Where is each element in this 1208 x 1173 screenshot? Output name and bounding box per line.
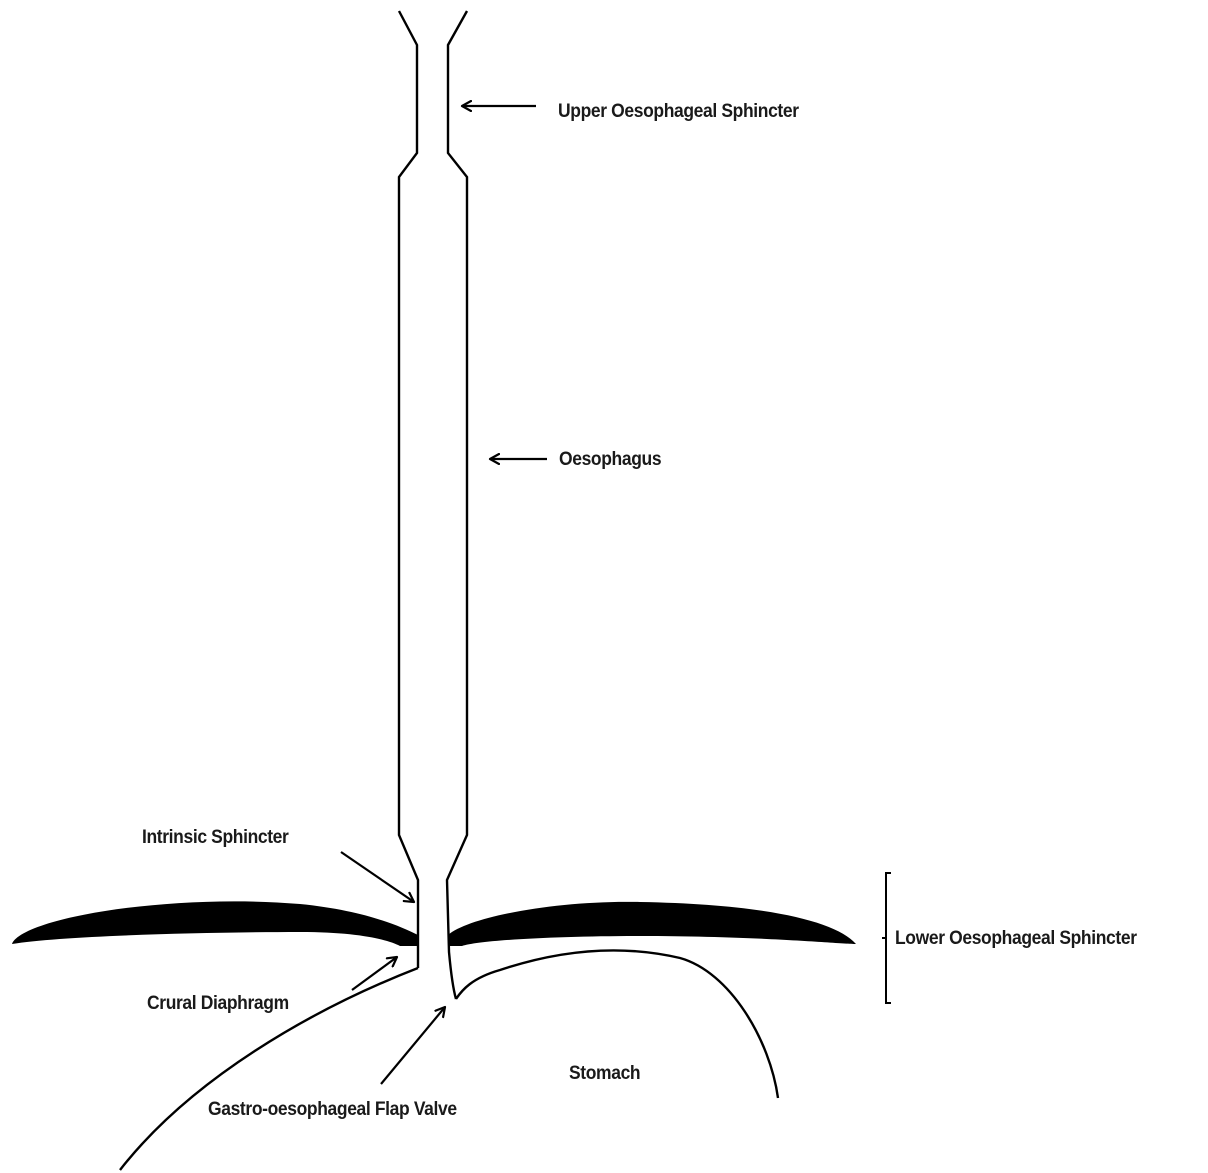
flap-valve-label: Gastro-oesophageal Flap Valve <box>208 1099 457 1120</box>
stomach-left-wall <box>119 966 419 1171</box>
crural-diaphragm-left <box>12 901 418 946</box>
oesophagus-label: Oesophagus <box>559 449 662 470</box>
stomach-label: Stomach <box>569 1063 641 1084</box>
lower-sphincter-bracket <box>882 872 891 1004</box>
arrow-intrinsic-sphincter <box>340 851 414 902</box>
crural-diaphragm-right <box>448 901 856 946</box>
lower-sphincter-label: Lower Oesophageal Sphincter <box>895 928 1137 949</box>
upper-sphincter-label: Upper Oesophageal Sphincter <box>558 101 799 122</box>
stomach-right-wall <box>455 949 780 1099</box>
oesophagus-left-wall <box>397 10 420 968</box>
crural-diaphragm-label: Crural Diaphragm <box>147 993 289 1014</box>
arrow-flap-valve <box>380 1007 445 1085</box>
intrinsic-sphincter-label: Intrinsic Sphincter <box>142 827 289 848</box>
oesophagus-right-wall <box>445 10 469 1000</box>
arrow-crural-diaphragm <box>351 957 397 991</box>
